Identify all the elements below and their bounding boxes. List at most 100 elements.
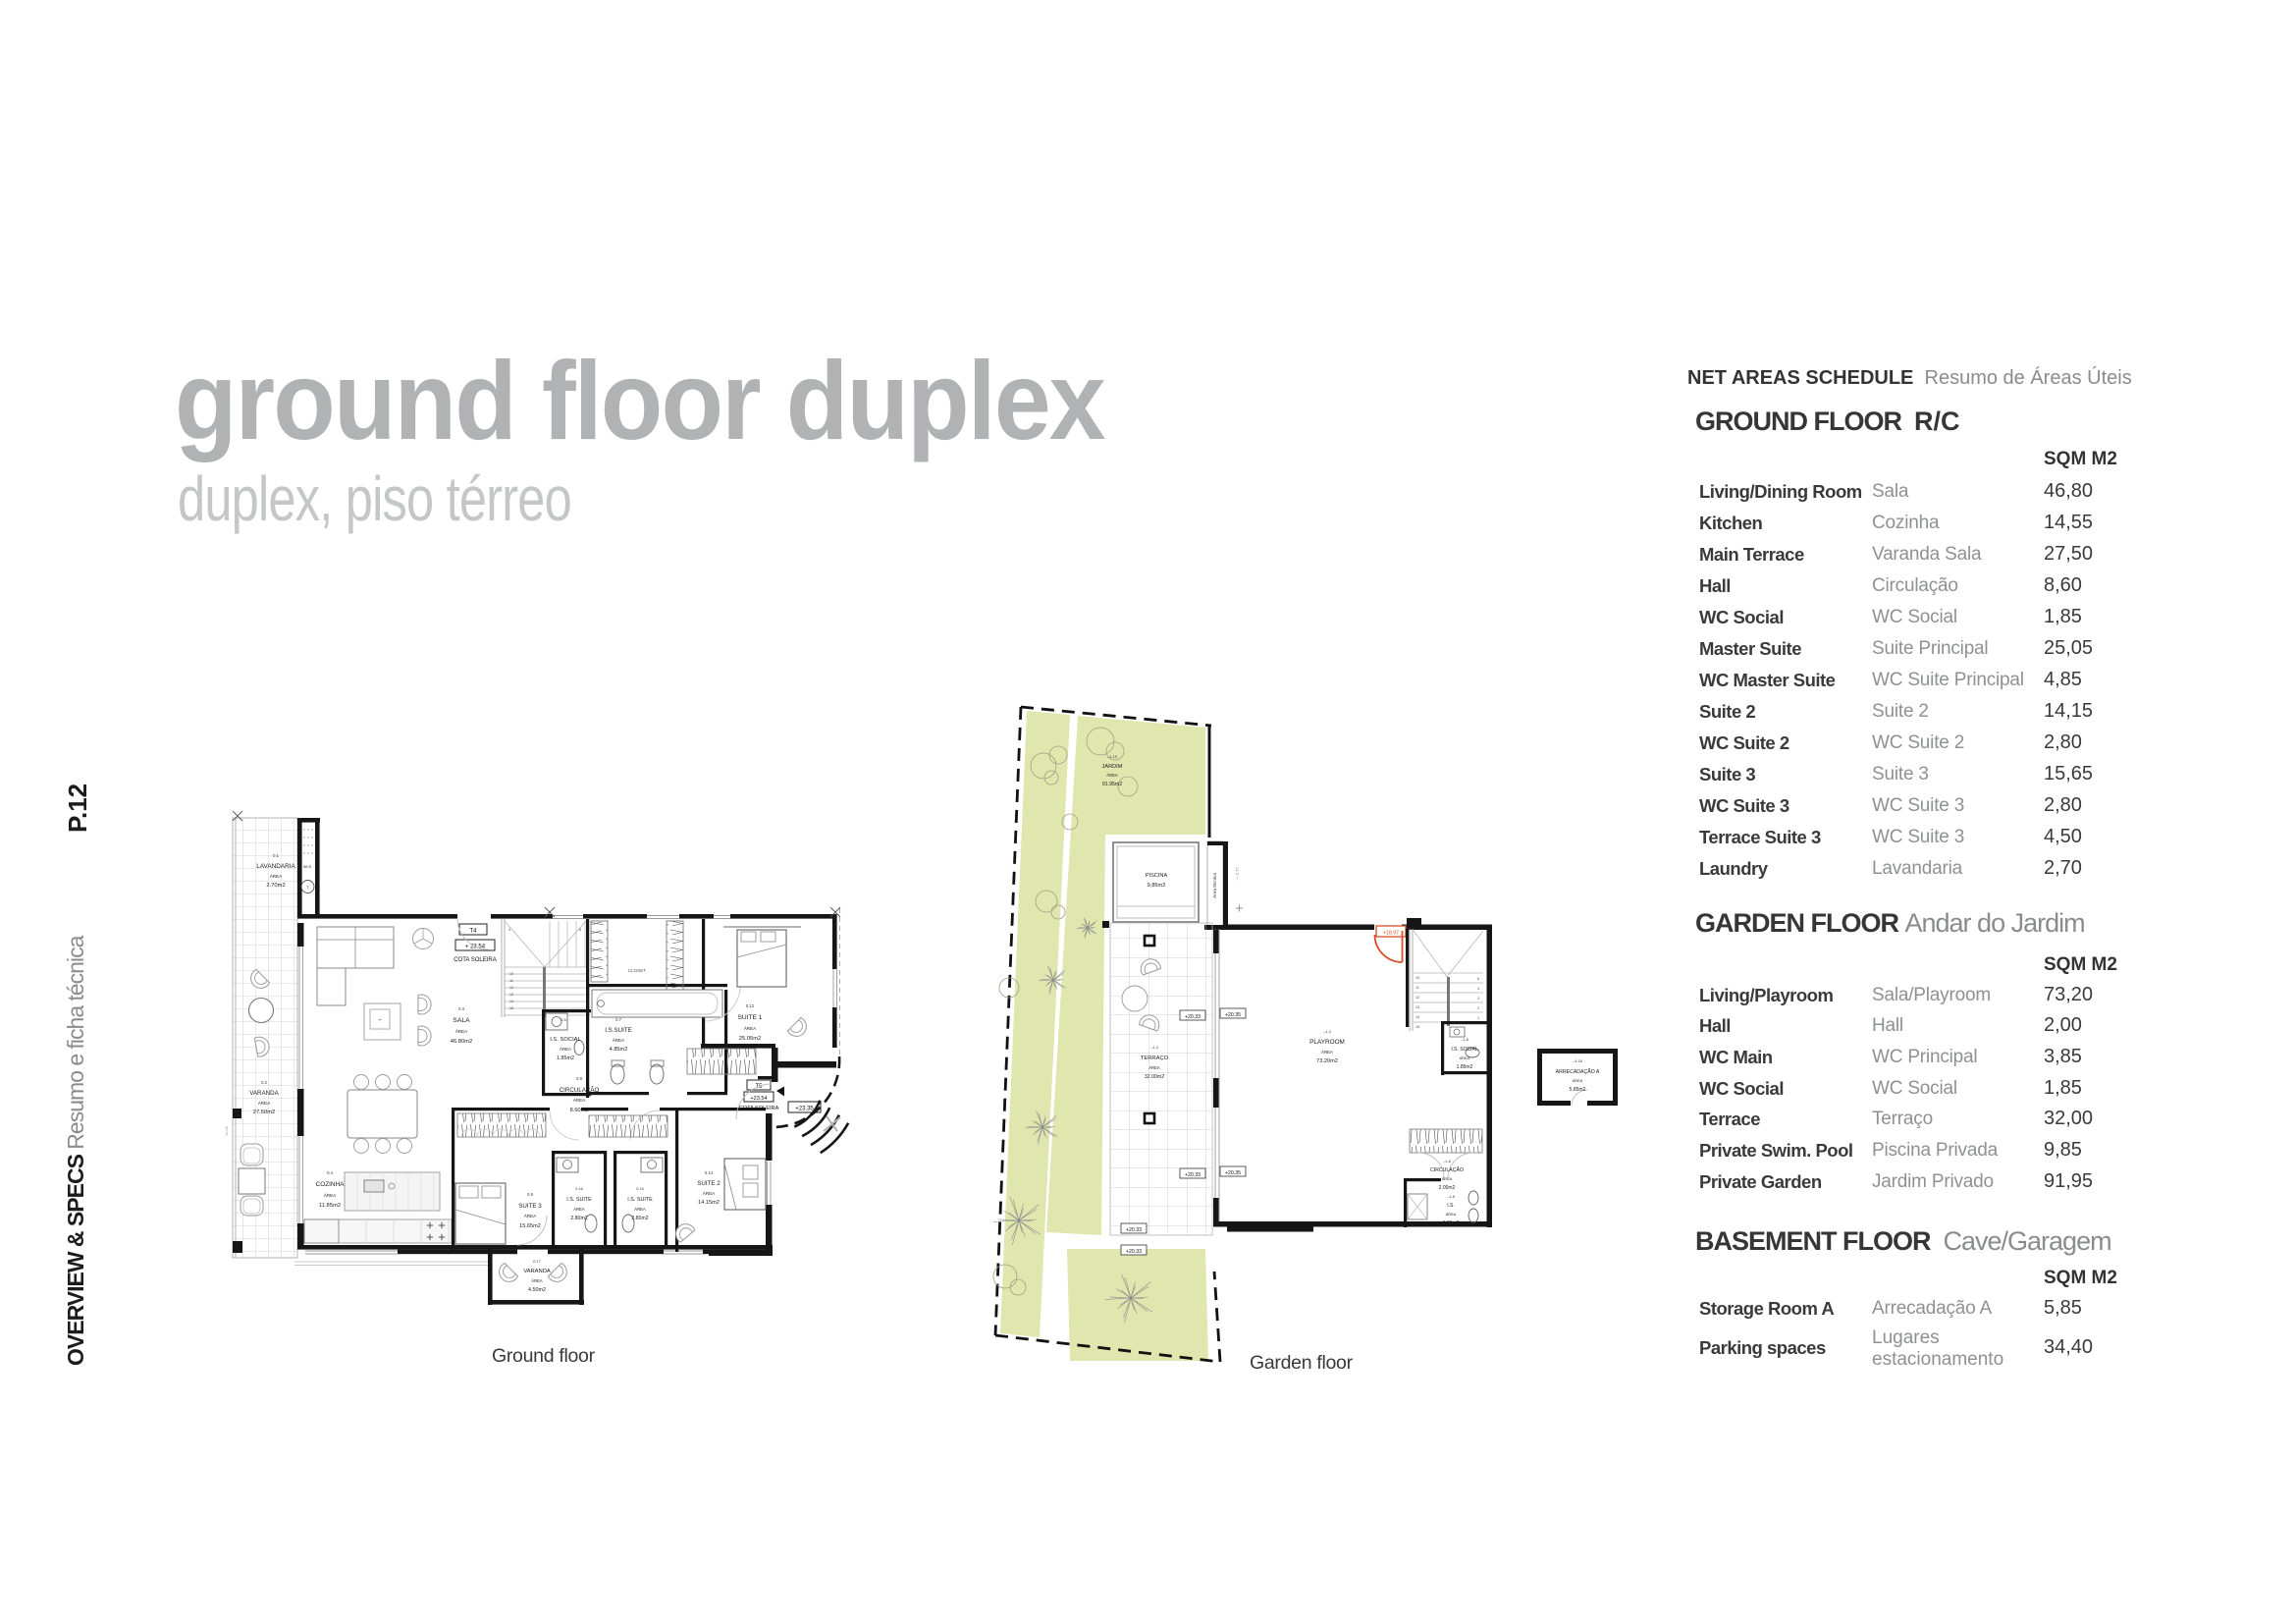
- svg-text:15: 15: [1415, 1025, 1419, 1029]
- svg-text:SUITE 1: SUITE 1: [738, 1014, 763, 1021]
- svg-text:1: 1: [1477, 1016, 1479, 1020]
- svg-text:CIRCULAÇÃO: CIRCULAÇÃO: [1430, 1166, 1464, 1173]
- svg-text:1.85m2: 1.85m2: [557, 1056, 574, 1061]
- svg-text:WLR: WLR: [303, 865, 312, 869]
- svg-text:10: 10: [1415, 976, 1419, 980]
- svg-text:ÁREA: ÁREA: [1460, 1056, 1470, 1060]
- svg-text:15.65m2: 15.65m2: [519, 1223, 541, 1229]
- svg-text:ÁREA: ÁREA: [524, 1213, 537, 1218]
- svg-text:14: 14: [509, 1000, 513, 1003]
- svg-text:I.S. SUITE: I.S. SUITE: [627, 1197, 653, 1203]
- svg-text:T5: T5: [755, 1084, 763, 1090]
- svg-text:+: +: [378, 1018, 382, 1024]
- svg-text:+23.35: +23.35: [795, 1107, 814, 1112]
- svg-text:ÁREA: ÁREA: [613, 1037, 625, 1043]
- svg-text:SALA: SALA: [453, 1017, 470, 1024]
- svg-text:5: 5: [1477, 977, 1479, 981]
- svg-text:— 2.77: — 2.77: [1235, 867, 1240, 881]
- svg-text:8: 8: [579, 928, 581, 932]
- svg-text:+23.54: +23.54: [750, 1096, 767, 1102]
- svg-text:–1.2: –1.2: [1323, 1029, 1332, 1034]
- svg-text:–1.8: –1.8: [1443, 1160, 1450, 1164]
- svg-text:2: 2: [1477, 1006, 1479, 1010]
- svg-text:ÁREA: ÁREA: [258, 1100, 271, 1106]
- svg-text:32.00m2: 32.00m2: [1145, 1074, 1164, 1080]
- svg-text:1.85m2: 1.85m2: [1457, 1064, 1473, 1070]
- svg-text:0.15: 0.15: [636, 1187, 643, 1191]
- svg-text:PLAYROOM: PLAYROOM: [1309, 1039, 1345, 1046]
- svg-text:I.S. SUITE: I.S. SUITE: [566, 1197, 592, 1203]
- svg-text:+20.33: +20.33: [1185, 1172, 1201, 1178]
- svg-text:0.12: 0.12: [746, 1003, 755, 1008]
- svg-text:11: 11: [509, 979, 513, 983]
- svg-text:25.05m2: 25.05m2: [739, 1036, 762, 1042]
- svg-text:COZINHA: COZINHA: [316, 1181, 345, 1188]
- svg-text:3,85m2: 3,85m2: [1443, 1220, 1460, 1226]
- svg-text:SUITE 2: SUITE 2: [697, 1180, 721, 1187]
- svg-text:11: 11: [1415, 986, 1419, 990]
- svg-text:+20.33: +20.33: [1126, 1227, 1142, 1233]
- svg-text:27.50m2: 27.50m2: [253, 1110, 276, 1115]
- svg-text:JARDIM: JARDIM: [1102, 764, 1123, 770]
- svg-text:0.3: 0.3: [458, 1006, 464, 1011]
- svg-text:4: 4: [1477, 987, 1479, 991]
- svg-text:10: 10: [509, 972, 513, 976]
- svg-text:ÁREA: ÁREA: [455, 1028, 468, 1034]
- svg-text:2.70m2: 2.70m2: [266, 883, 285, 889]
- svg-text:ÁREA: ÁREA: [1148, 1065, 1160, 1070]
- svg-text:ÁREA: ÁREA: [1573, 1078, 1583, 1083]
- svg-text:ÁREA: ÁREA: [531, 1278, 543, 1283]
- svg-text:14: 14: [1415, 1015, 1419, 1019]
- svg-text:0.2: 0.2: [261, 1080, 267, 1085]
- svg-text:–1.2: –1.2: [1150, 1045, 1159, 1050]
- svg-text:I.S. SOCIAL: I.S. SOCIAL: [550, 1037, 581, 1043]
- svg-text:ÁREA: ÁREA: [1321, 1050, 1333, 1055]
- svg-text:12: 12: [1415, 996, 1419, 1000]
- svg-text:14.15m2: 14.15m2: [698, 1200, 720, 1206]
- svg-text:I.S. SOCIAL: I.S. SOCIAL: [1451, 1047, 1477, 1053]
- svg-text:T4: T4: [469, 928, 477, 935]
- svg-text:5.85m2: 5.85m2: [1570, 1087, 1586, 1093]
- svg-text:0.16: 0.16: [575, 1187, 582, 1191]
- svg-text:ÁREA: ÁREA: [703, 1190, 716, 1196]
- svg-text:+18.97: +18.97: [1383, 931, 1399, 937]
- svg-text:CLOSET: CLOSET: [628, 968, 647, 973]
- svg-text:ÁREA: ÁREA: [744, 1025, 757, 1031]
- svg-text:ÁREA: ÁREA: [1442, 1176, 1453, 1181]
- svg-text:13: 13: [1415, 1005, 1419, 1009]
- svg-text:+20.35: +20.35: [1225, 1170, 1241, 1176]
- svg-text:I.S.SUITE: I.S.SUITE: [605, 1027, 632, 1034]
- svg-text:4.50m2: 4.50m2: [528, 1287, 546, 1293]
- svg-text:COTA SOLEIRA: COTA SOLEIRA: [739, 1106, 779, 1111]
- svg-text:0.5: 0.5: [561, 1017, 566, 1022]
- svg-text:2.80m2: 2.80m2: [570, 1216, 587, 1221]
- svg-text:15: 15: [509, 1006, 513, 1010]
- svg-text:–1.10: –1.10: [1107, 754, 1118, 759]
- svg-text:0.7: 0.7: [615, 1017, 621, 1022]
- svg-text:ÁREA: ÁREA: [324, 1192, 337, 1198]
- svg-text:–1.8: –1.8: [1447, 1195, 1454, 1199]
- svg-text:4.85m2: 4.85m2: [610, 1047, 628, 1053]
- svg-text:ÁREA: ÁREA: [270, 873, 283, 879]
- svg-text:ÁREA: ÁREA: [1106, 773, 1118, 778]
- svg-text:LAVANDARIA: LAVANDARIA: [256, 863, 295, 870]
- svg-text:COTA SOLEIRA: COTA SOLEIRA: [454, 957, 497, 963]
- svg-text:CIRCULAÇÃO: CIRCULAÇÃO: [560, 1087, 600, 1094]
- svg-text:8.60m2: 8.60m2: [570, 1108, 589, 1113]
- svg-text:–4.18: –4.18: [1573, 1059, 1582, 1063]
- svg-text:VARANDA: VARANDA: [249, 1090, 279, 1097]
- svg-text:VARANDA: VARANDA: [523, 1269, 551, 1274]
- svg-text:11.85m2: 11.85m2: [319, 1203, 341, 1209]
- svg-text:ÁREA: ÁREA: [573, 1207, 585, 1212]
- svg-text:12: 12: [509, 986, 513, 990]
- svg-text:46.80m2: 46.80m2: [451, 1039, 473, 1045]
- svg-text:+20.35: +20.35: [1225, 1012, 1241, 1018]
- svg-text:ÁREA: ÁREA: [634, 1207, 646, 1212]
- svg-text:73.20m2: 73.20m2: [1316, 1058, 1338, 1064]
- svg-text:–1.8: –1.8: [1461, 1038, 1468, 1042]
- svg-text:PISCINA: PISCINA: [1146, 873, 1168, 879]
- svg-text:T: T: [306, 886, 309, 891]
- svg-text:0.17: 0.17: [533, 1259, 542, 1264]
- svg-text:ÁREA: ÁREA: [560, 1047, 571, 1052]
- svg-text:0.1: 0.1: [273, 853, 279, 858]
